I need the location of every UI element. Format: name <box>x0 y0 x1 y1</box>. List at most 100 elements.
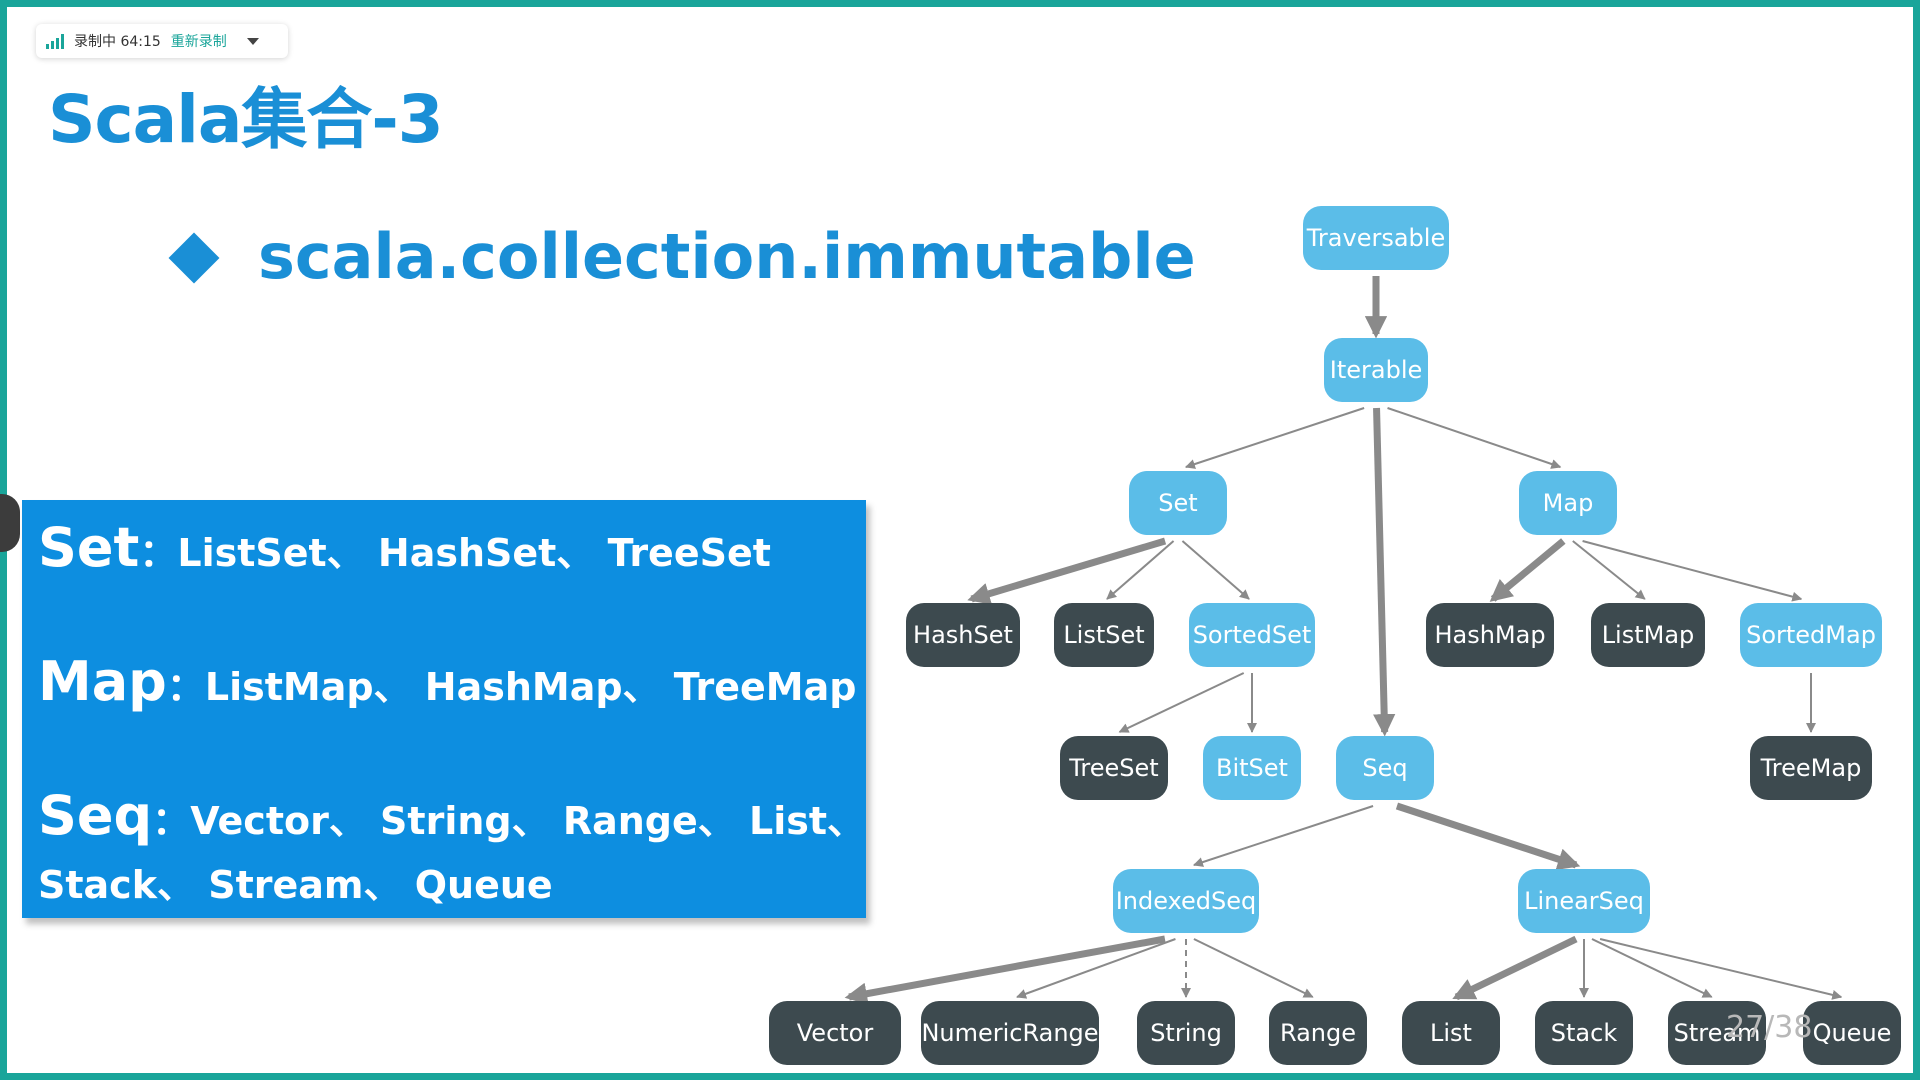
node-box <box>1129 471 1227 535</box>
node-vector: Vector <box>769 1001 901 1065</box>
summary-key: Set <box>38 516 140 579</box>
slide-subtitle: scala.collection.immutable <box>258 220 1196 293</box>
recording-status: 录制中 64:15 <box>74 34 161 50</box>
node-seq: Seq <box>1336 736 1434 800</box>
summary-separator: ： <box>166 665 205 709</box>
summary-row-seq-continued: Stack、 Stream、 Queue <box>38 854 553 909</box>
node-box <box>1189 603 1315 667</box>
node-treemap: TreeMap <box>1750 736 1872 800</box>
summary-values: ListMap、 HashMap、 TreeMap <box>204 665 857 709</box>
node-label: HashSet <box>913 621 1013 649</box>
summary-row-set: Set：ListSet、 HashSet、 TreeSet <box>38 516 771 579</box>
node-box <box>1803 1001 1901 1065</box>
node-box <box>1535 1001 1633 1065</box>
node-box <box>1060 736 1168 800</box>
node-box <box>1324 338 1428 402</box>
node-linearseq: LinearSeq <box>1518 869 1650 933</box>
node-box <box>1203 736 1301 800</box>
edge-indexedseq-to-numericrange <box>1016 938 1176 999</box>
node-box <box>1137 1001 1235 1065</box>
side-panel-handle[interactable] <box>0 494 20 552</box>
node-label: BitSet <box>1216 754 1288 782</box>
node-label: List <box>1430 1019 1472 1047</box>
rerecord-button[interactable]: 重新录制 <box>170 34 227 50</box>
edge-sortedset-to-treeset <box>1118 672 1245 733</box>
summary-values: Vector、 String、 Range、 List、 <box>190 799 866 843</box>
node-hashmap: HashMap <box>1426 603 1554 667</box>
node-box <box>1054 603 1154 667</box>
node-box <box>1113 869 1259 933</box>
summary-values: ListSet、 HashSet、 TreeSet <box>177 531 771 575</box>
node-box <box>1336 736 1434 800</box>
summary-row-map: Map：ListMap、 HashMap、 TreeMap <box>38 650 856 713</box>
node-map: Map <box>1519 471 1617 535</box>
edge-linearseq-to-stream <box>1591 938 1713 998</box>
edge-iterable-to-seq <box>1372 407 1396 737</box>
node-traversable: Traversable <box>1303 206 1449 270</box>
node-box <box>921 1001 1099 1065</box>
summary-separator: ： <box>139 531 178 575</box>
node-label: TreeMap <box>1760 754 1862 782</box>
summary-row-seq: Seq：Vector、 String、 Range、 List、 <box>38 784 865 847</box>
node-range: Range <box>1269 1001 1367 1065</box>
node-label: Seq <box>1362 754 1407 782</box>
node-box <box>906 603 1020 667</box>
edge-map-to-listmap <box>1572 540 1646 600</box>
node-label: SortedSet <box>1193 621 1312 649</box>
edge-indexedseq-to-vector <box>844 935 1166 1005</box>
node-treeset: TreeSet <box>1060 736 1168 800</box>
edge-iterable-to-set <box>1184 407 1365 469</box>
node-string: String <box>1137 1001 1235 1065</box>
node-label: Range <box>1280 1019 1356 1047</box>
node-label: Traversable <box>1306 224 1445 252</box>
edge-indexedseq-to-range <box>1193 938 1314 998</box>
node-label: LinearSeq <box>1524 887 1644 915</box>
node-box <box>1740 603 1882 667</box>
edge-linearseq-to-list <box>1452 935 1578 1001</box>
node-label: Vector <box>797 1019 874 1047</box>
node-sortedset: SortedSet <box>1189 603 1315 667</box>
summary-key: Seq <box>38 784 153 847</box>
node-box <box>1668 1001 1766 1065</box>
node-hashset: HashSet <box>906 603 1020 667</box>
node-box <box>1269 1001 1367 1065</box>
node-label: ListSet <box>1063 621 1144 649</box>
node-box <box>1519 471 1617 535</box>
edge-seq-to-linearseq <box>1395 802 1581 871</box>
node-label: Stream <box>1674 1019 1761 1047</box>
summary-values: Stack、 Stream、 Queue <box>38 863 553 907</box>
node-box <box>1402 1001 1500 1065</box>
node-listset: ListSet <box>1054 603 1154 667</box>
node-queue: Queue <box>1803 1001 1901 1065</box>
node-box <box>1303 206 1449 270</box>
summary-key: Map <box>38 650 167 713</box>
node-label: SortedMap <box>1746 621 1876 649</box>
node-box <box>1518 869 1650 933</box>
node-set: Set <box>1129 471 1227 535</box>
page-number: 27/38 <box>1726 1010 1813 1045</box>
node-label: String <box>1150 1019 1222 1047</box>
node-label: ListMap <box>1602 621 1695 649</box>
node-listmap: ListMap <box>1591 603 1705 667</box>
node-label: Set <box>1158 489 1197 517</box>
summary-box: Set：ListSet、 HashSet、 TreeSet Map：ListMa… <box>22 500 866 918</box>
node-label: TreeSet <box>1068 754 1158 782</box>
node-stream: Stream <box>1668 1001 1766 1065</box>
node-box <box>769 1001 901 1065</box>
edge-iterable-to-map <box>1387 407 1562 469</box>
node-box <box>1426 603 1554 667</box>
node-numericrange: NumericRange <box>921 1001 1099 1065</box>
edge-set-to-sortedset <box>1181 540 1250 600</box>
node-list: List <box>1402 1001 1500 1065</box>
node-label: HashMap <box>1434 621 1545 649</box>
edge-map-to-hashmap <box>1489 538 1566 602</box>
node-bitset: BitSet <box>1203 736 1301 800</box>
node-box <box>1750 736 1872 800</box>
node-box <box>1591 603 1705 667</box>
slide-title: Scala集合-3 <box>48 81 444 158</box>
node-label: Queue <box>1813 1019 1892 1047</box>
chevron-down-icon[interactable] <box>246 37 259 45</box>
node-indexedseq: IndexedSeq <box>1113 869 1259 933</box>
recording-toolbar: 录制中 64:15 重新录制 <box>36 24 288 58</box>
